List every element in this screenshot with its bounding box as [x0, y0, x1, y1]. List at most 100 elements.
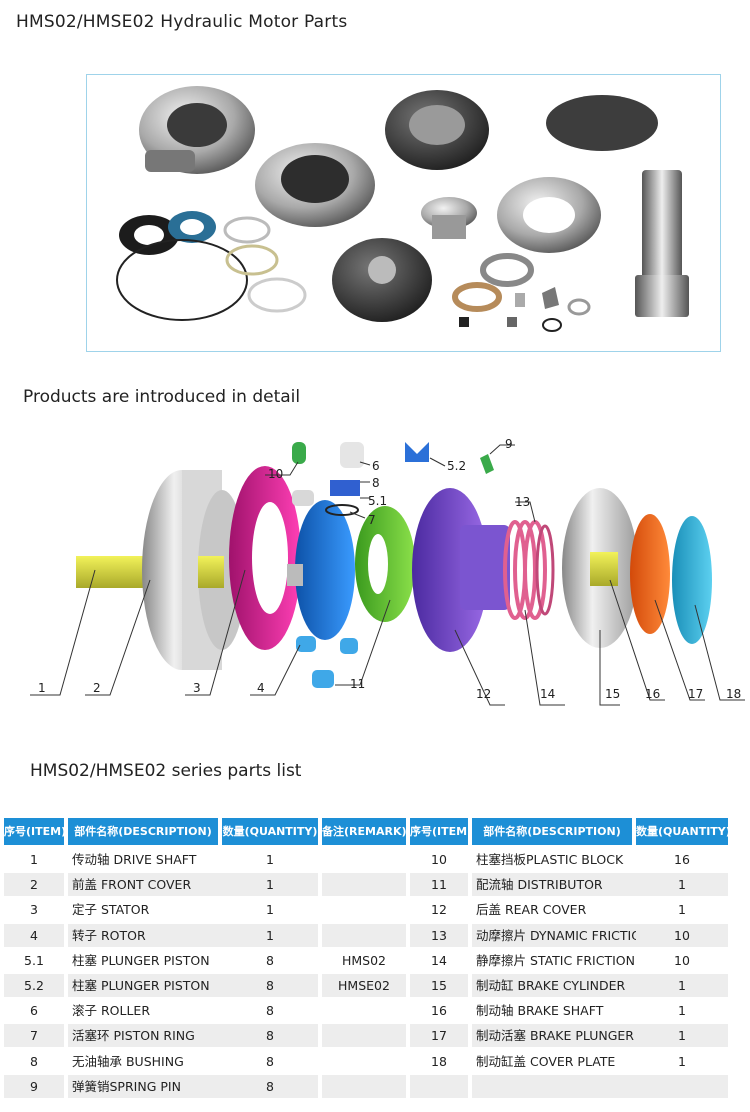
cell-description-2: 制动缸盖 COVER PLATE [476, 1053, 616, 1069]
cell-quantity: 8 [222, 1074, 318, 1098]
cell-item: 1 [30, 852, 38, 867]
callout-18: 18 [726, 687, 741, 701]
parts-photo-panel [86, 74, 721, 352]
cell-quantity: 8 [222, 1024, 318, 1048]
cell-description: 传动轴 DRIVE SHAFT [72, 852, 197, 867]
callout-8: 8 [372, 476, 380, 490]
cell-remark [322, 999, 406, 1022]
header-quantity-2: 数量(QUANTITY) [636, 818, 728, 845]
cell-description-2: 配流轴 DISTRIBUTOR [472, 873, 636, 897]
cell-item-2: 14 [431, 952, 447, 968]
header-item: 序号(ITEM) [4, 818, 64, 845]
callout-9: 9 [505, 437, 513, 451]
cell-description: 柱塞 PLUNGER PISTON [68, 974, 222, 997]
cell-quantity: 8 [266, 952, 274, 968]
callout-11: 11 [350, 677, 365, 691]
callout-7: 7 [368, 513, 376, 527]
cell-quantity-2 [636, 1074, 728, 1098]
cell-quantity-2: 16 [674, 852, 690, 867]
cell-remark: HMSE02 [322, 974, 406, 997]
cell-description-2 [472, 1074, 636, 1098]
callout-14: 14 [540, 687, 555, 701]
cell-description: 活塞环 PISTON RING [68, 1024, 222, 1048]
cell-quantity-2: 10 [674, 952, 690, 968]
callout-2: 2 [93, 681, 101, 695]
cell-item: 9 [4, 1074, 64, 1098]
cell-item: 2 [4, 873, 64, 897]
cell-description: 前盖 FRONT COVER [68, 873, 222, 897]
cell-item-2: 15 [410, 974, 468, 997]
cell-item-2: 11 [410, 873, 468, 897]
cell-quantity: 8 [266, 1003, 274, 1019]
callout-17: 17 [688, 687, 703, 701]
parts-photo [116, 86, 689, 332]
cell-description: 无油轴承 BUSHING [72, 1053, 184, 1069]
cell-item-2: 16 [431, 1003, 447, 1019]
callout-3: 3 [193, 681, 201, 695]
cell-item: 4 [4, 923, 64, 947]
cell-quantity-2: 1 [636, 974, 728, 997]
cell-description: 柱塞 PLUNGER PISTON [72, 952, 210, 968]
cell-quantity: 1 [222, 873, 318, 897]
cell-description: 弹簧销SPRING PIN [68, 1074, 222, 1098]
header-item-2: 序号(ITEM) [410, 818, 468, 845]
exploded-view-svg: 1 2 3 4 5.1 5.2 6 7 8 9 10 11 12 13 14 1… [30, 437, 745, 706]
section-list-heading: HMS02/HMSE02 series parts list [30, 761, 302, 781]
cell-item: 7 [4, 1024, 64, 1048]
cell-quantity: 8 [266, 1053, 274, 1069]
cell-quantity-2: 1 [636, 873, 728, 897]
callout-5-1: 5.1 [368, 494, 387, 508]
cell-item-2 [410, 1074, 468, 1098]
callout-16: 16 [645, 687, 660, 701]
cell-item-2: 17 [410, 1024, 468, 1048]
cell-description-2: 制动缸 BRAKE CYLINDER [472, 974, 636, 997]
callout-15: 15 [605, 687, 620, 701]
cell-quantity: 1 [266, 902, 274, 918]
cell-description-2: 动摩擦片 DYNAMIC FRICTION [472, 923, 636, 947]
cell-item-2: 13 [410, 923, 468, 947]
callout-13: 13 [515, 495, 530, 509]
cell-description: 滚子 ROLLER [72, 1003, 151, 1019]
exploded-view-diagram: 1 2 3 4 5.1 5.2 6 7 8 9 10 11 12 13 14 1… [0, 430, 750, 730]
cell-quantity: 1 [266, 852, 274, 867]
header-remark: 备注(REMARK) [322, 818, 406, 845]
callout-5-2: 5.2 [447, 459, 466, 473]
cell-item-2: 18 [431, 1053, 447, 1069]
cell-quantity: 8 [222, 974, 318, 997]
cell-description-2: 静摩擦片 STATIC FRICTION [476, 952, 635, 968]
cell-remark [322, 848, 406, 871]
header-description-2: 部件名称(DESCRIPTION) [472, 818, 632, 845]
cell-quantity-2: 1 [678, 902, 686, 918]
cell-quantity-2: 1 [636, 1024, 728, 1048]
cell-item: 5.2 [4, 974, 64, 997]
cell-item-2: 12 [431, 902, 447, 918]
page-title: HMS02/HMSE02 Hydraulic Motor Parts [16, 12, 348, 32]
cell-description-2: 制动轴 BRAKE SHAFT [476, 1003, 604, 1019]
cell-quantity-2: 10 [636, 923, 728, 947]
cell-remark [322, 873, 406, 897]
callout-10: 10 [268, 467, 283, 481]
cell-description: 定子 STATOR [72, 902, 150, 918]
cell-description-2: 柱塞挡板PLASTIC BLOCK [476, 852, 624, 867]
parts-table: 序号(ITEM) 部件名称(DESCRIPTION) 数量(QUANTITY) … [2, 800, 750, 1112]
cell-description: 转子 ROTOR [68, 923, 222, 947]
cell-item-2: 10 [431, 852, 447, 867]
cell-item: 8 [30, 1053, 38, 1069]
callout-4: 4 [257, 681, 265, 695]
cell-quantity: 1 [222, 923, 318, 947]
section-detail-heading: Products are introduced in detail [23, 387, 301, 407]
cell-remark [322, 1024, 406, 1048]
cell-remark [322, 923, 406, 947]
cell-quantity-2: 1 [678, 1003, 686, 1019]
cell-remark [322, 898, 406, 921]
callout-6: 6 [372, 459, 380, 473]
cell-item: 5.1 [24, 952, 44, 968]
cell-description-2: 制动活塞 BRAKE PLUNGER [472, 1024, 636, 1048]
cell-remark: HMS02 [341, 952, 387, 968]
callout-1: 1 [38, 681, 46, 695]
callout-12: 12 [476, 687, 491, 701]
cell-remark [322, 1074, 406, 1098]
header-quantity: 数量(QUANTITY) [222, 818, 318, 845]
cell-item: 3 [30, 902, 38, 918]
cell-quantity-2: 1 [678, 1053, 686, 1069]
